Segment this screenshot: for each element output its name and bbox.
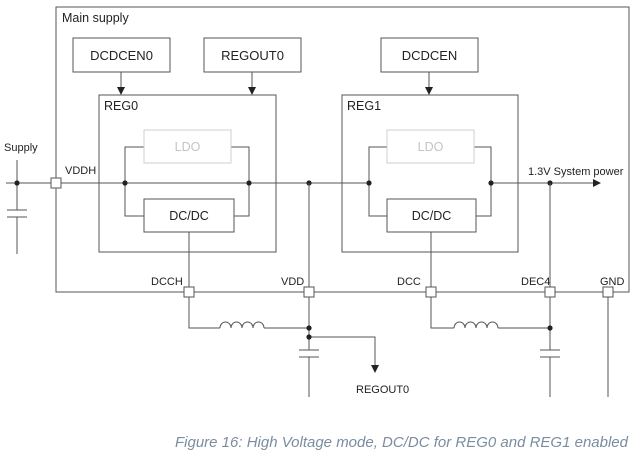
reg0-inductor — [188, 297, 309, 329]
gnd-label: GND — [600, 276, 625, 288]
figure-caption: Figure 16: High Voltage mode, DC/DC for … — [175, 434, 629, 451]
dcc-pin — [425, 286, 437, 298]
reg0-ldo — [143, 129, 232, 164]
gnd-pin — [602, 286, 614, 298]
dcdcen0-block: DCDCEN0 — [72, 37, 171, 73]
dcch-pin — [183, 286, 195, 298]
svg-text:REG1: REG1 — [347, 99, 381, 113]
supply-label: Supply — [4, 142, 38, 154]
svg-text:LDO: LDO — [175, 140, 201, 154]
regout0-output-label: REGOUT0 — [356, 384, 409, 396]
dec4-pin — [544, 286, 556, 298]
reg1-inductor — [430, 297, 550, 329]
svg-text:LDO: LDO — [418, 140, 444, 154]
reg0-capacitor — [299, 349, 319, 397]
supply-node — [14, 180, 20, 186]
dcc-label: DCC — [397, 276, 421, 288]
regout0-output-arrow — [309, 336, 379, 373]
vddh-label: VDDH — [65, 165, 96, 177]
dcdcen-block: DCDCEN — [380, 37, 479, 73]
dec4-label: DEC4 — [521, 276, 550, 288]
vdd-label: VDD — [281, 276, 304, 288]
dcch-label: DCCH — [151, 276, 183, 288]
system-power-label: 1.3V System power — [528, 166, 624, 178]
reg0-dcdc — [143, 198, 235, 233]
reg0-block: REG0 LDO DC/DC — [98, 94, 277, 253]
svg-text:DCDCEN: DCDCEN — [402, 48, 458, 63]
reg1-block: REG1 LDO DC/DC — [341, 94, 519, 253]
svg-text:REG0: REG0 — [104, 99, 138, 113]
reg1-ldo — [386, 129, 475, 164]
vdd-pin — [303, 286, 315, 298]
svg-text:REGOUT0: REGOUT0 — [221, 48, 284, 63]
regout0-control-block: REGOUT0 — [203, 37, 302, 73]
svg-text:DC/DC: DC/DC — [169, 209, 209, 223]
reg1-dcdc — [386, 198, 477, 233]
svg-text:DCDCEN0: DCDCEN0 — [90, 48, 153, 63]
reg1-capacitor — [540, 349, 560, 397]
vddh-pin — [50, 177, 62, 189]
svg-text:DC/DC: DC/DC — [412, 209, 452, 223]
main-supply-label: Main supply — [62, 11, 129, 25]
